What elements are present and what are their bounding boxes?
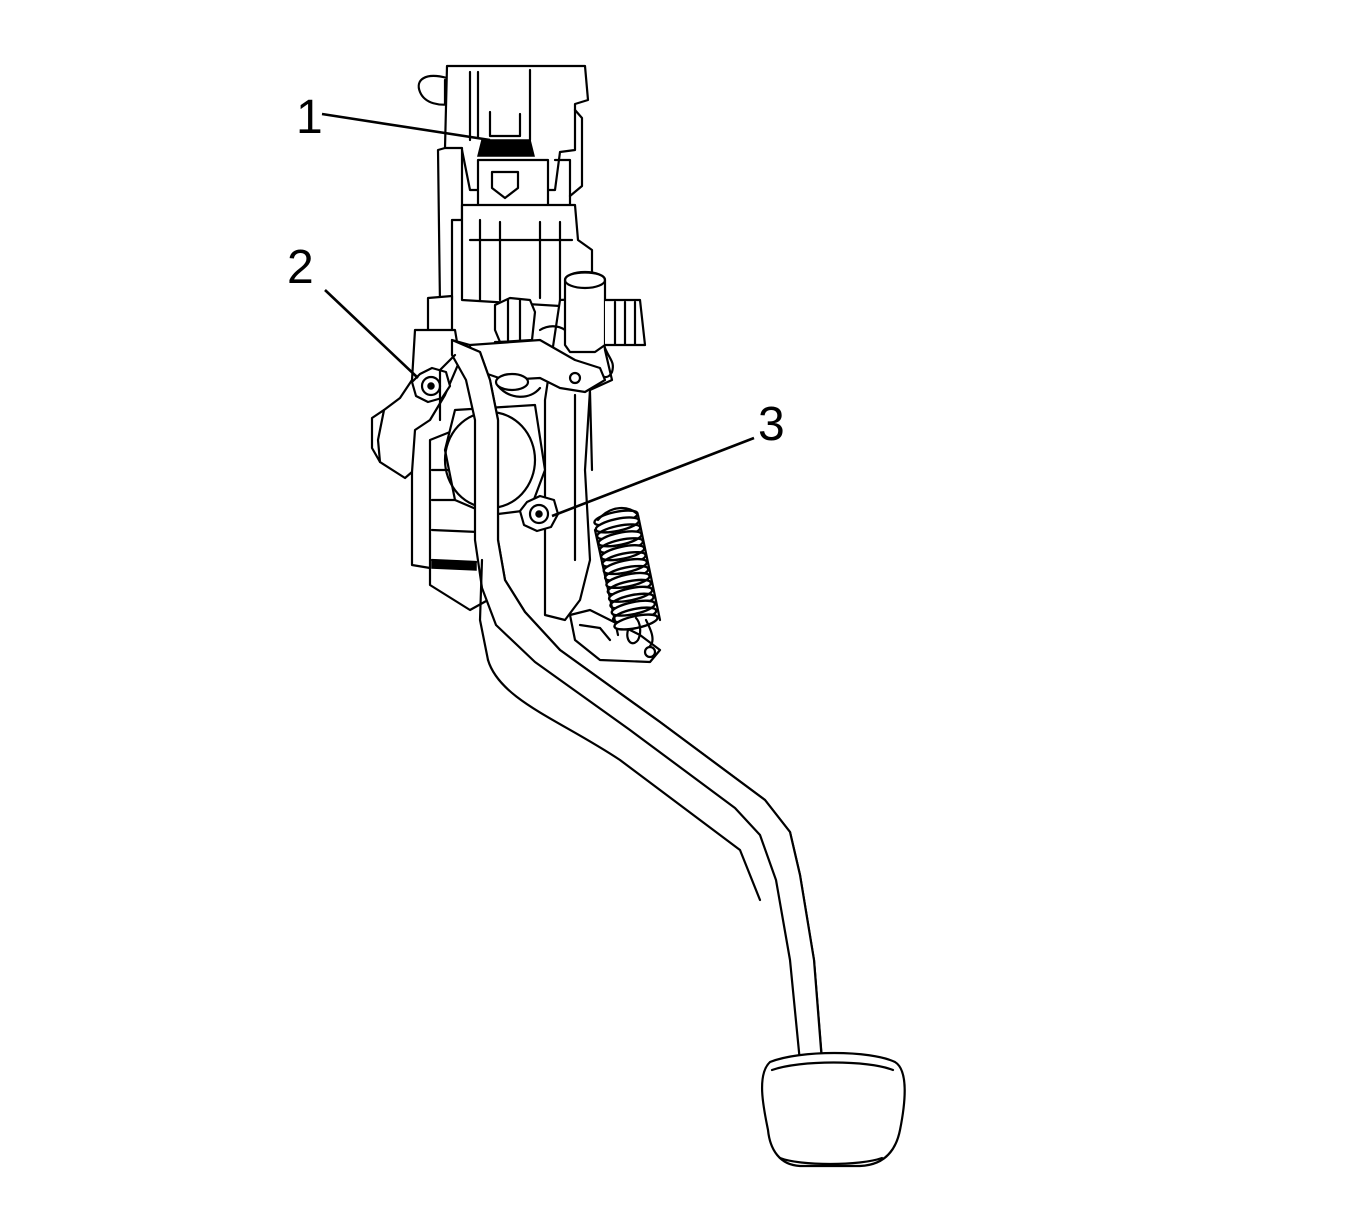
spring-coil [613, 613, 659, 631]
pedal-bracket [370, 64, 662, 664]
leader-line-2 [324, 289, 419, 379]
callout-label-3: 3 [758, 398, 785, 451]
electrical-connector [563, 270, 647, 379]
callout-label-2: 2 [287, 241, 314, 294]
leader-line-3 [551, 436, 755, 518]
nut-callout-3 [518, 494, 560, 533]
callout-label-1: 1 [296, 91, 323, 144]
adjuster-bolt [468, 296, 607, 398]
leader-line-1 [321, 112, 491, 142]
callout-labels: 1 2 3 [287, 91, 785, 451]
callout-leaders [321, 112, 755, 518]
return-spring [593, 507, 662, 648]
pedal-pad [760, 1051, 906, 1168]
